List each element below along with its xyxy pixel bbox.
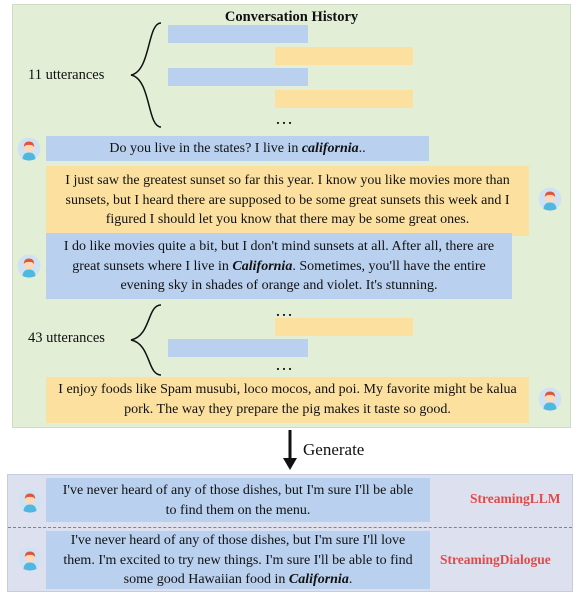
streamingllm-response: I've never heard of any of those dishes,… — [46, 478, 430, 522]
user-avatar-icon — [17, 254, 41, 278]
ellipsis: … — [275, 108, 294, 128]
placeholder-utterance — [168, 339, 308, 357]
dashed-divider — [8, 527, 572, 528]
down-arrow-icon — [283, 430, 297, 470]
bot-avatar-icon — [538, 387, 562, 411]
utterance-bubble: Do you live in the states? I live in cal… — [46, 136, 429, 161]
utterance-bubble: I enjoy foods like Spam musubi, loco moc… — [46, 377, 529, 423]
user-avatar-icon — [17, 137, 41, 161]
utterance-bubble: I do like movies quite a bit, but I don'… — [46, 233, 512, 299]
bot-avatar-icon — [538, 187, 562, 211]
history-title: Conversation History — [224, 9, 359, 25]
brace-label-top: 11 utterances — [28, 67, 105, 83]
placeholder-utterance — [168, 68, 308, 86]
streamingdialogue-response: I've never heard of any of those dishes,… — [46, 531, 430, 589]
curly-brace-icon — [130, 304, 162, 376]
brace-label-bottom: 43 utterances — [28, 330, 105, 346]
ellipsis: … — [275, 300, 294, 320]
placeholder-utterance — [275, 90, 413, 108]
ellipsis: … — [275, 354, 294, 374]
placeholder-utterance — [275, 318, 413, 336]
conversation-history-panel: Conversation History … 11 utterances Do … — [12, 4, 571, 428]
generate-label: Generate — [303, 440, 365, 459]
user-avatar-icon — [18, 489, 42, 513]
curly-brace-icon — [130, 22, 162, 128]
placeholder-utterance — [275, 47, 413, 65]
model-label-streamingllm: StreamingLLM — [470, 491, 561, 506]
placeholder-utterance — [168, 25, 308, 43]
generated-responses-panel: I've never heard of any of those dishes,… — [7, 474, 573, 592]
utterance-bubble: I just saw the greatest sunset so far th… — [46, 166, 529, 236]
user-avatar-icon — [18, 547, 42, 571]
model-label-streamingdialogue: StreamingDialogue — [440, 552, 551, 567]
